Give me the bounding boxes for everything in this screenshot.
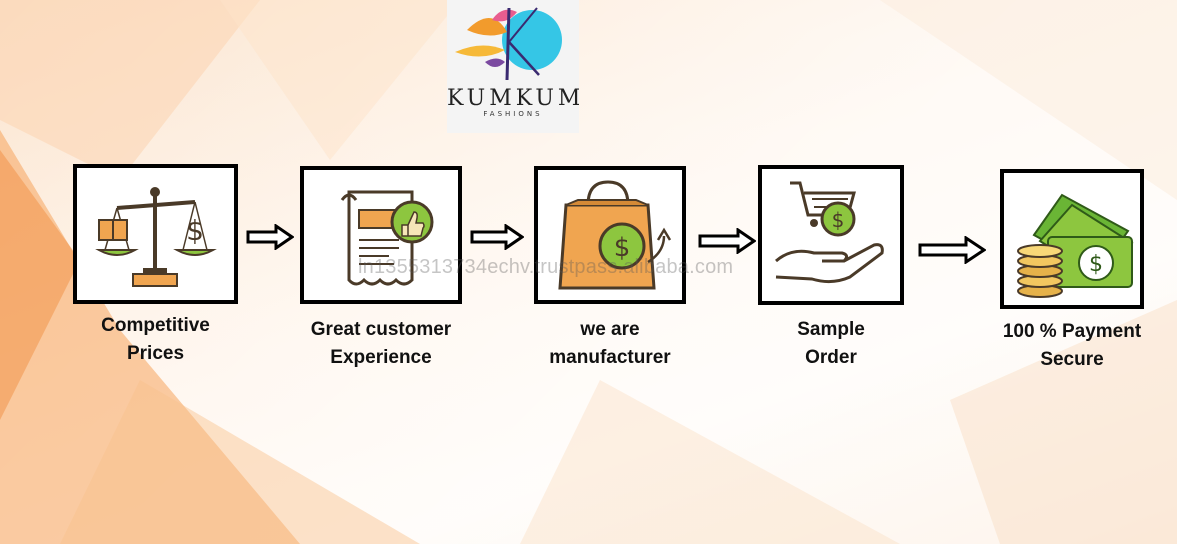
step-label-line2: Experience [290, 344, 472, 372]
step-box-payment-secure: $ [1000, 169, 1144, 309]
logo-emblem-icon [447, 0, 579, 90]
watermark-text: ln1355313734echv.trustpass.alibaba.com [358, 256, 733, 279]
right-arrow-icon [698, 228, 756, 254]
step-label-line2: manufacturer [520, 344, 700, 372]
step-label-line1: Competitive [73, 312, 238, 340]
step-label-sample-order: Sample Order [748, 316, 914, 372]
right-arrow-icon [246, 224, 294, 250]
logo-subtitle: FASHIONS [447, 110, 579, 118]
svg-text:$: $ [1089, 252, 1103, 277]
step-label-line1: 100 % Payment [976, 318, 1168, 346]
svg-text:$: $ [186, 214, 204, 247]
receipt-thumbs-up-icon [304, 170, 458, 300]
step-box-manufacturer: $ [534, 166, 686, 304]
right-arrow-icon [918, 236, 986, 264]
right-arrow-icon [470, 224, 524, 250]
step-label-line2: Prices [73, 340, 238, 368]
step-box-sample-order: $ [758, 165, 904, 305]
step-label-line1: we are [520, 316, 700, 344]
money-coins-icon: $ [1004, 173, 1140, 305]
step-label-manufacturer: we are manufacturer [520, 316, 700, 372]
step-label-line1: Sample [748, 316, 914, 344]
step-label-customer-experience: Great customer Experience [290, 316, 472, 372]
step-label-line1: Great customer [290, 316, 472, 344]
step-label-line2: Order [748, 344, 914, 372]
svg-text:$: $ [832, 208, 845, 232]
step-box-competitive-prices: $ [73, 164, 238, 304]
balance-scale-icon: $ [77, 168, 234, 300]
step-box-customer-experience [300, 166, 462, 304]
logo-brand-text: KUMKUM [447, 86, 579, 111]
hand-cart-dollar-icon: $ [762, 169, 900, 301]
kumkum-logo: KUMKUM FASHIONS [447, 0, 579, 133]
step-label-competitive-prices: Competitive Prices [73, 312, 238, 368]
step-label-line2: Secure [976, 346, 1168, 374]
shopping-bag-dollar-icon: $ [538, 170, 682, 300]
step-label-payment-secure: 100 % Payment Secure [976, 318, 1168, 374]
